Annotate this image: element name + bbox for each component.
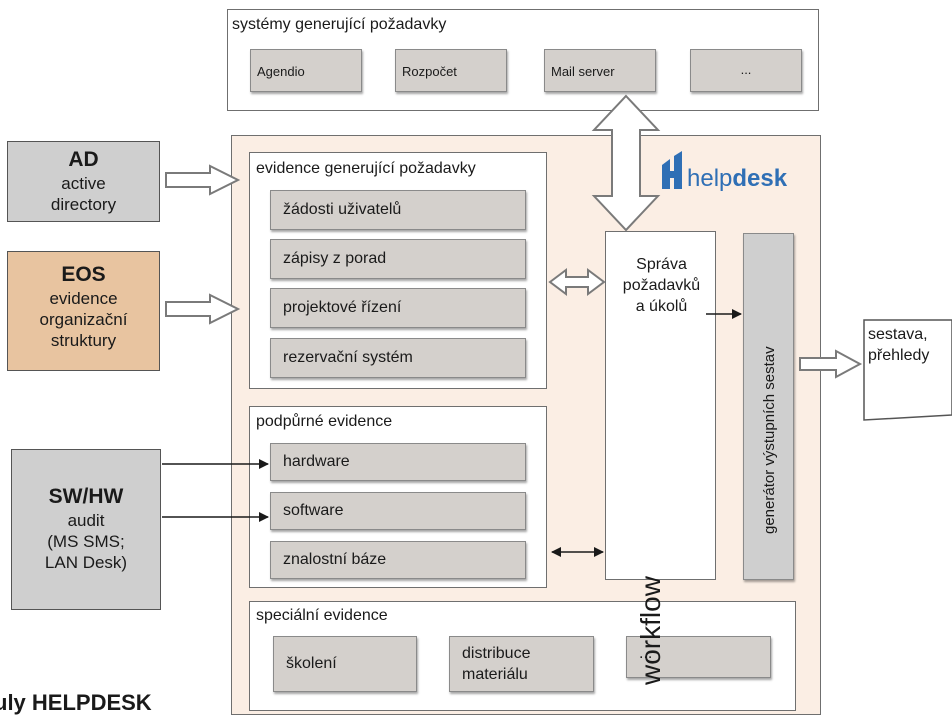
helpdesk-logo-help: help xyxy=(687,165,733,192)
output-line-1: sestava, xyxy=(868,326,928,343)
support-evidence-title: podpůrné evidence xyxy=(256,413,393,430)
system-mail-server-label: Mail server xyxy=(551,64,615,79)
arrow-output xyxy=(799,349,863,379)
output-document xyxy=(863,319,952,421)
system-rozpocet: Rozpočet xyxy=(395,49,507,92)
source-swhw: SW/HW audit (MS SMS; LAN Desk) xyxy=(11,449,161,610)
source-ad-line-2: directory xyxy=(50,195,117,214)
system-more: ... xyxy=(690,49,802,92)
item-hardware-label: hardware xyxy=(283,453,350,470)
item-zadosti-uzivatelu: žádosti uživatelů xyxy=(270,190,526,230)
arrow-evidence-workflow xyxy=(548,268,606,296)
source-ad: AD active directory xyxy=(7,141,160,222)
item-projektove-rizeni-label: projektové řízení xyxy=(283,299,402,316)
output-label: sestava, přehledy xyxy=(868,324,929,366)
item-distribuce-materialu-label: distribuce materiálu xyxy=(462,645,531,683)
item-software: software xyxy=(270,492,526,530)
item-zadosti-uzivatelu-label: žádosti uživatelů xyxy=(283,201,402,218)
source-eos-line-1: evidence xyxy=(49,289,118,308)
source-eos-title: EOS xyxy=(61,263,106,286)
helpdesk-logo-icon xyxy=(662,151,682,189)
item-skoleni-label: školení xyxy=(286,655,337,672)
item-software-label: software xyxy=(283,502,344,519)
source-swhw-line-1: audit xyxy=(67,511,105,530)
item-zapisy-z-porad-label: zápisy z porad xyxy=(283,250,387,267)
workflow-heading-line-2: požadavků xyxy=(622,277,701,294)
caption: uly HELPDESK xyxy=(0,690,152,715)
workflow-heading: Správa požadavků a úkolů xyxy=(606,254,717,317)
item-skoleni: školení xyxy=(273,636,417,692)
special-evidence-title: speciální evidence xyxy=(256,607,388,624)
source-eos-line-3: struktury xyxy=(50,331,117,350)
source-swhw-line-3: LAN Desk) xyxy=(44,553,128,572)
system-agendio-label: Agendio xyxy=(257,64,305,79)
source-swhw-line-2: (MS SMS; xyxy=(47,532,125,551)
item-distribuce-materialu: distribuce materiálu xyxy=(449,636,594,692)
item-projektove-rizeni: projektové řízení xyxy=(270,288,526,328)
item-special-more-label: ... xyxy=(639,645,653,662)
item-rezervacni-system-label: rezervační systém xyxy=(283,349,413,366)
arrow-eos xyxy=(165,293,241,325)
helpdesk-logo-text: helpdesk xyxy=(687,165,787,193)
item-rezervacni-system: rezervační systém xyxy=(270,338,526,378)
request-systems-panel: systémy generující požadavky Agendio Roz… xyxy=(227,9,819,111)
item-special-more: ... xyxy=(626,636,771,678)
arrow-ad xyxy=(165,164,241,196)
output-line-2: přehledy xyxy=(868,347,930,364)
item-zapisy-z-porad: zápisy z porad xyxy=(270,239,526,279)
source-eos-line-2: organizační xyxy=(39,310,128,329)
request-systems-title: systémy generující požadavky xyxy=(232,16,447,33)
helpdesk-logo: helpdesk xyxy=(656,151,816,195)
source-ad-title: AD xyxy=(68,148,99,171)
item-hardware: hardware xyxy=(270,443,526,481)
evidence-requests-title: evidence generující požadavky xyxy=(256,160,476,177)
item-znalostni-baze-label: znalostní báze xyxy=(283,551,387,568)
workflow-panel: Správa požadavků a úkolů workflow xyxy=(605,231,717,685)
source-swhw-title: SW/HW xyxy=(48,485,124,508)
system-rozpocet-label: Rozpočet xyxy=(402,64,457,79)
workflow-heading-line-1: Správa xyxy=(636,256,687,273)
system-mail-server: Mail server xyxy=(544,49,656,92)
workflow-heading-line-3: a úkolů xyxy=(635,298,688,315)
report-generator: generátor výstupních sestav xyxy=(743,233,794,580)
helpdesk-logo-desk: desk xyxy=(732,165,788,192)
system-agendio: Agendio xyxy=(250,49,362,92)
item-znalostni-baze: znalostní báze xyxy=(270,541,526,579)
source-ad-line-1: active xyxy=(61,174,106,193)
system-more-label: ... xyxy=(740,62,752,77)
vertical-double-arrow xyxy=(591,94,661,232)
source-eos: EOS evidence organizační struktury xyxy=(7,251,160,371)
